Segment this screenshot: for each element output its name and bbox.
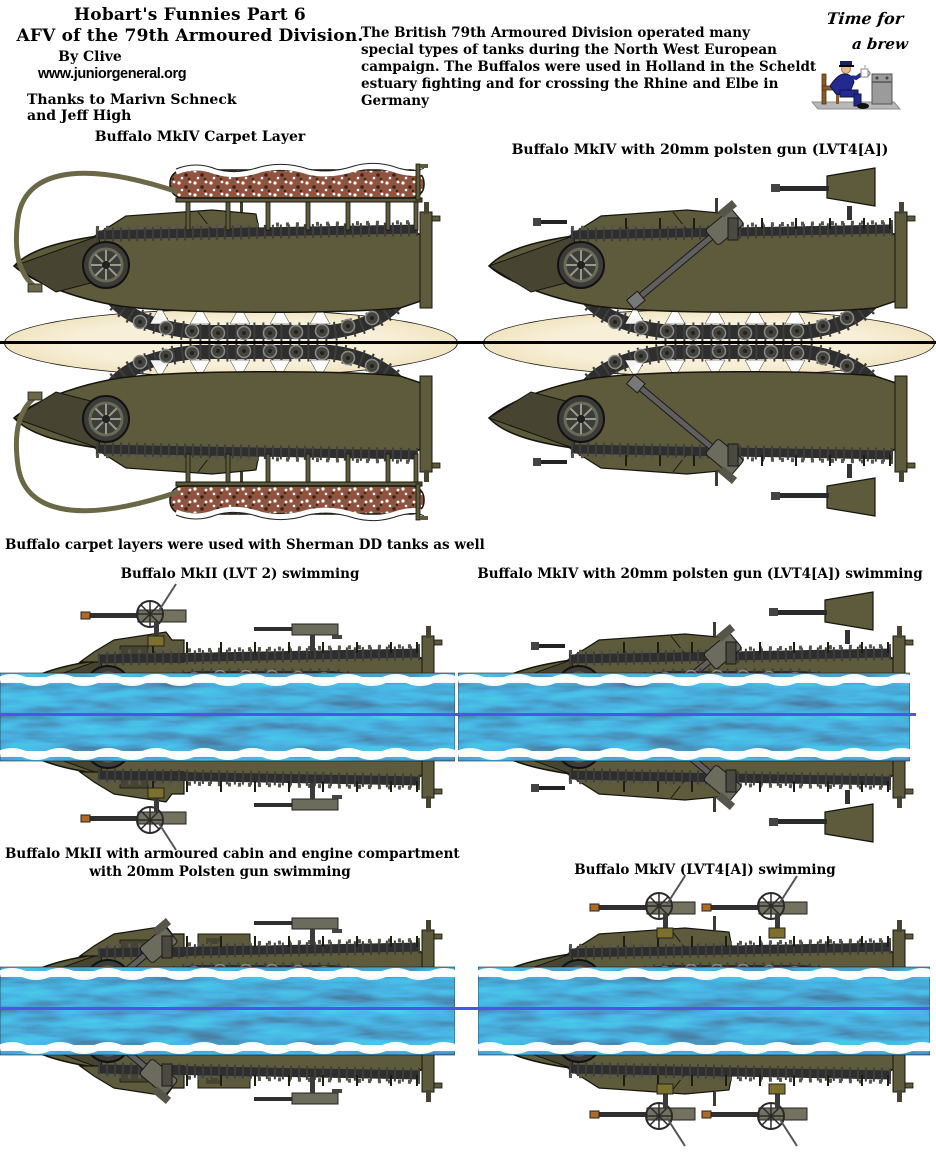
page-title-line1: Hobart's Funnies Part 6 (74, 5, 306, 25)
water-texture (0, 670, 455, 764)
brew-caption-line1: Time for (825, 9, 905, 28)
water-band (478, 962, 930, 1060)
panel-label-mkii-armoured-line1: Buffalo MkII with armoured cabin and eng… (5, 846, 460, 862)
panel-label-mkii-armoured-line2: with 20mm Polsten gun swimming (89, 864, 351, 880)
intro-paragraph: The British 79th Armoured Division opera… (361, 25, 821, 110)
buffalo-lvt-art (487, 167, 916, 342)
page-title-line2: AFV of the 79th Armoured Division. (16, 26, 364, 46)
intro-line: campaign. The Buffalos were used in Holl… (361, 59, 817, 75)
intro-line: special types of tanks during the North … (361, 42, 777, 58)
water-band (458, 668, 910, 766)
buffalo-lvt-art (12, 342, 441, 522)
buffalo-lvt-art (487, 342, 916, 517)
panel-label-mkiv-polsten-swimming: Buffalo MkIV with 20mm polsten gun (LVT4… (477, 566, 923, 582)
website-url: www.juniorgeneral.org (38, 66, 187, 82)
panel-label-mkiv-lvt4a-swimming: Buffalo MkIV (LVT4[A]) swimming (574, 862, 836, 878)
waterline-bridge (453, 1007, 480, 1010)
vehicle-drawing-mirrored (475, 338, 930, 528)
panel-label-carpet-layer: Buffalo MkIV Carpet Layer (94, 129, 306, 145)
buffalo-lvt-art (12, 162, 441, 342)
waterline-bridge (452, 713, 462, 716)
carpet-note: Buffalo carpet layers were used with She… (5, 537, 485, 553)
thanks-line1: Thanks to Marivn Schneck (27, 92, 237, 108)
intro-line: The British 79th Armoured Division opera… (361, 25, 750, 41)
tea-break-art (810, 61, 902, 110)
waterline-overhang (908, 713, 916, 716)
vehicle-drawing-mirrored (0, 338, 455, 528)
thanks-line2: and Jeff High (27, 108, 132, 124)
fold-line (0, 341, 936, 344)
water-texture (458, 670, 910, 764)
panel-label-mkii-swimming: Buffalo MkII (LVT 2) swimming (120, 566, 360, 582)
water-band (0, 962, 455, 1060)
tea-break-figure (810, 52, 902, 110)
intro-line: estuary fighting and for crossing the Rh… (361, 76, 779, 92)
vehicle-drawing-top (0, 156, 455, 346)
vehicle-drawing-top (475, 156, 930, 346)
byline: By Clive (58, 49, 122, 65)
water-band (0, 668, 455, 766)
intro-line: Germany (361, 93, 429, 109)
panel-label-mkiv-polsten: Buffalo MkIV with 20mm polsten gun (LVT4… (511, 142, 889, 158)
brew-caption-line2: a brew (851, 35, 909, 53)
water-texture (478, 964, 930, 1058)
water-texture (0, 964, 455, 1058)
